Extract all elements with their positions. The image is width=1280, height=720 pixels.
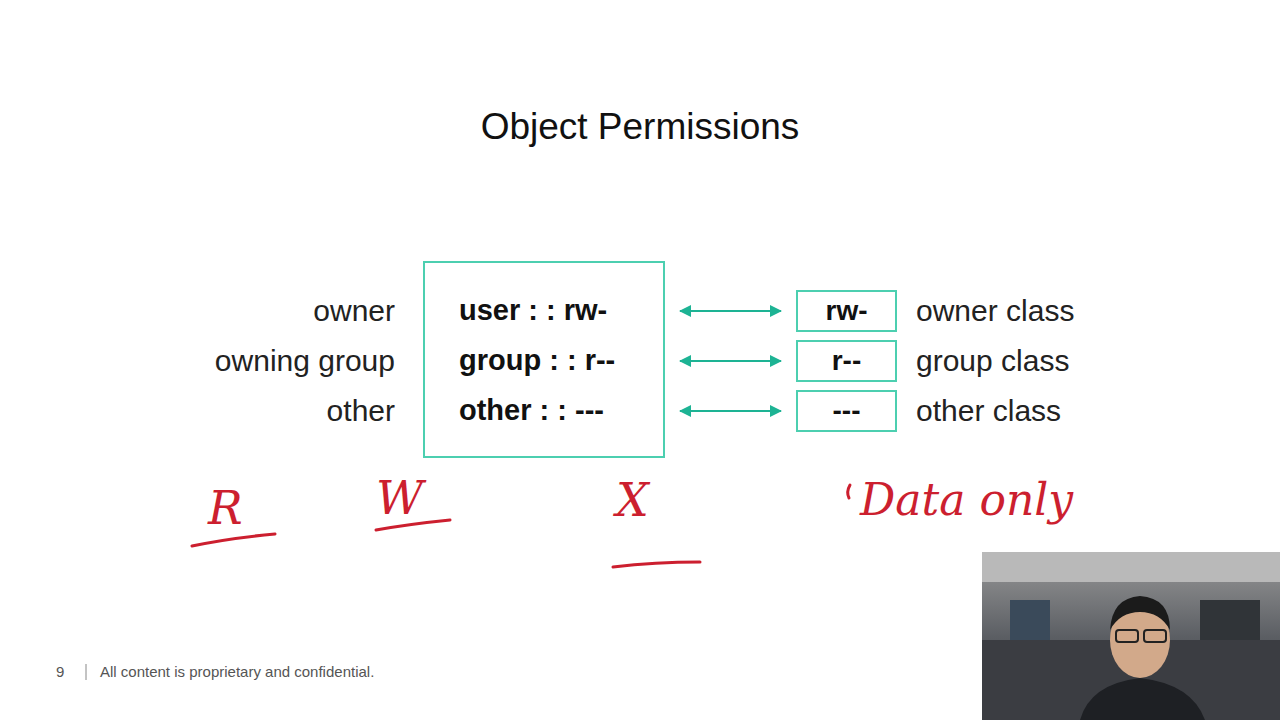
permission-bits: rw-	[826, 295, 868, 327]
webcam-inset	[982, 552, 1280, 720]
mapping-arrow	[680, 360, 781, 362]
footer-divider	[86, 664, 87, 680]
slide-title: Object Permissions	[481, 106, 800, 149]
confidentiality-note: All content is proprietary and confident…	[100, 663, 374, 680]
entry-owner-label: owner	[313, 294, 395, 329]
permission-class-box: rw-owner class	[796, 290, 897, 332]
class-name: owner class	[916, 294, 1074, 329]
mapping-arrow	[680, 310, 781, 312]
acl-entry: group : : r--	[459, 344, 615, 377]
permission-bits: ---	[833, 395, 861, 427]
page-number: 9	[56, 663, 64, 680]
permission-bits: r--	[832, 345, 862, 377]
class-name: other class	[916, 394, 1061, 429]
handwritten-tick	[848, 485, 850, 498]
handwritten-note: X	[616, 474, 649, 527]
permission-class-box: r--group class	[796, 340, 897, 382]
handwritten-note: Data only	[860, 475, 1073, 526]
acl-entry: user : : rw-	[459, 294, 607, 327]
entry-owner-label: owning group	[215, 344, 395, 379]
handwritten-underline	[613, 562, 700, 567]
permission-class-box: ---other class	[796, 390, 897, 432]
handwritten-note: W	[376, 472, 423, 525]
handwritten-underline	[192, 534, 275, 546]
entry-owner-label: other	[327, 394, 395, 429]
acl-entry: other : : ---	[459, 394, 604, 427]
handwritten-note: R	[208, 482, 243, 535]
mapping-arrow	[680, 410, 781, 412]
class-name: group class	[916, 344, 1069, 379]
acl-entry-box: user : : rw-group : : r-- other : : ---	[423, 261, 665, 458]
